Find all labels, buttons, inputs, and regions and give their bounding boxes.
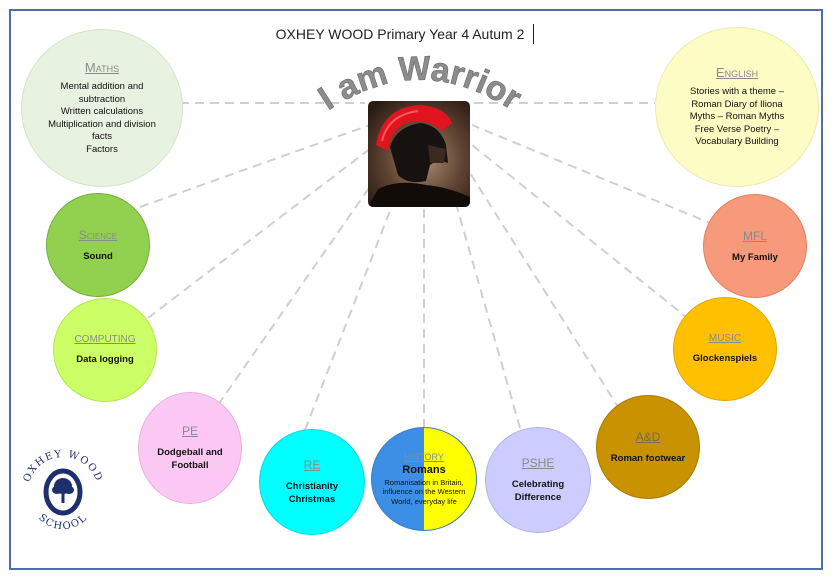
- music-heading: MUSIC: [708, 333, 742, 344]
- connector-pe: [217, 164, 386, 406]
- history-bubble: HISTORY Romans Romanisation in Britain, …: [371, 427, 477, 531]
- pe-heading: PE: [181, 424, 198, 438]
- connector-mfl: [471, 124, 716, 226]
- pshe-text: Celebrating Difference: [511, 479, 565, 503]
- maths-item: Written calculations: [60, 106, 144, 117]
- music-text: Glockenspiels: [692, 353, 758, 364]
- page-border: [9, 9, 823, 570]
- maths-heading: Maths: [84, 60, 120, 75]
- dt-heading: A&D: [635, 429, 661, 444]
- text-cursor: [533, 24, 534, 44]
- computing-heading: COMPUTING: [74, 334, 136, 345]
- connector-dt: [467, 169, 621, 411]
- maths-list: Mental addition and subtraction Written …: [44, 81, 160, 156]
- science-heading: Science: [78, 227, 118, 242]
- maths-bubble: Maths Mental addition and subtraction Wr…: [21, 29, 183, 187]
- maths-item: Multiplication and division facts: [48, 118, 156, 143]
- pe-bubble: PE Dodgeball and Football: [138, 392, 242, 504]
- english-item: Free Verse Poetry –: [694, 123, 780, 135]
- english-item: Myths – Roman Myths: [689, 111, 785, 123]
- english-list: Stories with a theme – Roman Diary of Il…: [677, 86, 797, 149]
- computing-bubble: COMPUTING Data logging: [53, 298, 157, 402]
- pshe-bubble: PSHE Celebrating Difference: [485, 427, 591, 533]
- pe-text: Dodgeball and Football: [157, 447, 223, 471]
- maths-bubble-fill: [21, 29, 183, 187]
- english-item: Vocabulary Building: [695, 136, 779, 148]
- mfl-bubble: MFL My Family: [703, 194, 807, 298]
- english-heading: English: [715, 65, 759, 81]
- science-bubble: Science Sound: [46, 193, 150, 297]
- dt-text: Roman footwear: [610, 452, 686, 464]
- connector-science: [139, 124, 371, 208]
- connector-computing: [147, 144, 376, 319]
- page-title: OXHEY WOOD Primary Year 4 Autum 2: [275, 26, 525, 42]
- music-bubble: MUSIC Glockenspiels: [673, 297, 777, 401]
- science-text: Sound: [83, 250, 113, 262]
- english-bubble-fill: [655, 27, 819, 187]
- history-text: Romanisation in Britain, influence on th…: [382, 477, 466, 506]
- english-item: Stories with a theme – Roman Diary of Il…: [690, 86, 784, 110]
- re-heading: RE: [303, 458, 321, 472]
- connector-pshe: [454, 199, 521, 429]
- history-heading: HISTORY: [404, 451, 444, 462]
- english-bubble: English Stories with a theme – Roman Dia…: [655, 27, 819, 187]
- school-logo: OXHEY WOOD SCHOOL: [18, 446, 108, 536]
- re-bubble: RE Christianity Christmas: [259, 429, 365, 535]
- connector-music: [471, 144, 691, 321]
- maths-item: Factors: [86, 143, 118, 155]
- pshe-heading: PSHE: [521, 456, 555, 470]
- dt-bubble: A&D Roman footwear: [596, 395, 700, 499]
- mfl-text: My Family: [732, 251, 778, 263]
- history-topic: Romans: [402, 463, 446, 476]
- mfl-heading: MFL: [743, 228, 767, 243]
- maths-item: Mental addition and subtraction: [60, 81, 144, 105]
- re-text: Christianity Christmas: [285, 481, 339, 505]
- roman-soldier-photo: [368, 101, 470, 207]
- computing-text: Data logging: [76, 354, 134, 365]
- connector-re: [304, 184, 401, 431]
